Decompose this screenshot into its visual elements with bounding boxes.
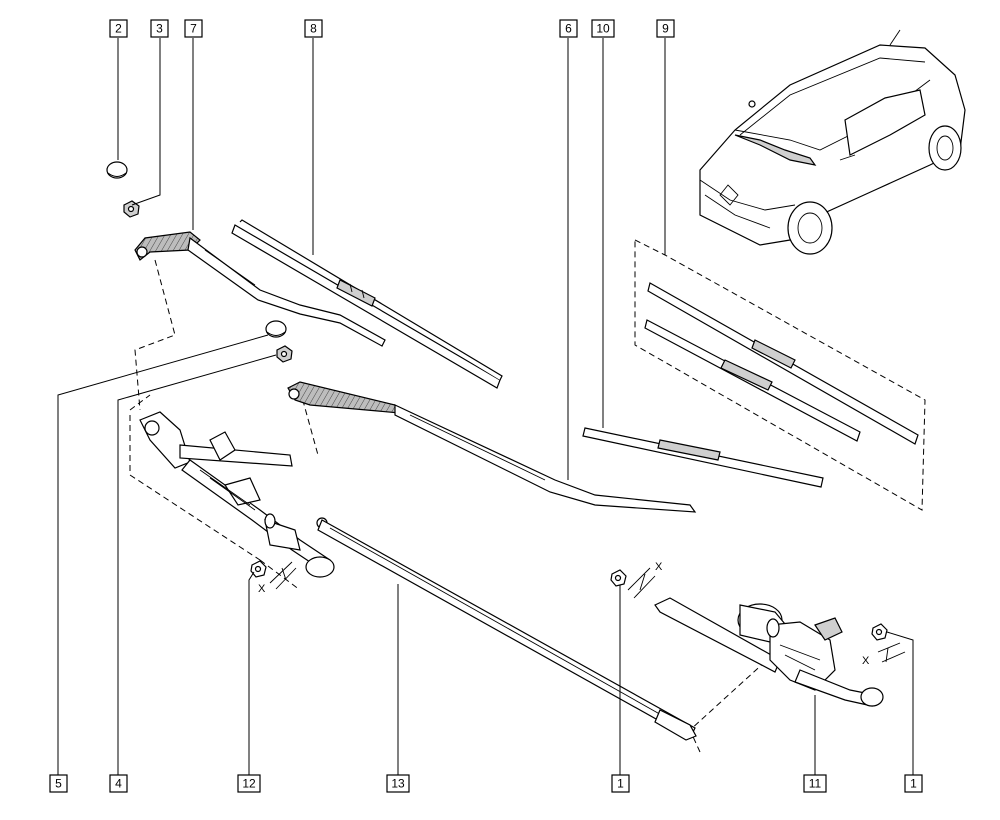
wiper-blade-10 <box>582 427 824 488</box>
connecting-rod-13 <box>317 519 697 741</box>
nut-3 <box>123 200 140 218</box>
callout-12: 12 <box>237 774 261 793</box>
svg-text:11: 11 <box>809 777 822 791</box>
cap-5 <box>265 320 287 338</box>
x-label-center: X <box>655 561 663 573</box>
svg-text:7: 7 <box>190 22 197 36</box>
nut-4 <box>276 345 293 363</box>
callout-6: 6 <box>559 19 578 38</box>
bolt-1a <box>610 569 627 587</box>
svg-text:1: 1 <box>910 777 917 791</box>
svg-text:12: 12 <box>242 777 256 791</box>
callout-3: 3 <box>150 19 169 38</box>
callout-4: 4 <box>109 774 128 793</box>
torque-mark-x1: X <box>258 561 297 595</box>
x-label-left: X <box>258 583 266 595</box>
svg-text:3: 3 <box>156 22 163 36</box>
car-illustration <box>699 29 966 255</box>
callout-11: 11 <box>803 774 827 793</box>
callout-5: 5 <box>49 774 68 793</box>
callout-1-right: 1 <box>904 774 923 793</box>
group-outline-linkage <box>129 394 301 591</box>
wiper-arm-6 <box>287 381 697 513</box>
wiper-arm-7 <box>134 231 386 347</box>
wiper-blade-9 <box>644 282 919 445</box>
callout-13: 13 <box>386 774 410 793</box>
x-label-right: X <box>862 655 870 667</box>
cap-2 <box>106 161 128 179</box>
svg-text:8: 8 <box>310 22 317 36</box>
svg-text:6: 6 <box>565 22 572 36</box>
callout-9: 9 <box>656 19 675 38</box>
bolt-1b <box>871 623 888 641</box>
torque-mark-x3: X <box>862 642 906 667</box>
callout-7: 7 <box>184 19 203 38</box>
callout-8: 8 <box>304 19 323 38</box>
wiper-motor-11 <box>654 597 884 707</box>
svg-text:13: 13 <box>391 777 405 791</box>
svg-text:2: 2 <box>115 22 122 36</box>
wiper-linkage-left <box>139 411 335 578</box>
callout-1-center: 1 <box>611 774 630 793</box>
svg-text:9: 9 <box>662 22 669 36</box>
wiper-blade-8 <box>231 219 503 389</box>
torque-mark-x2: X <box>627 561 663 599</box>
callout-10: 10 <box>591 19 615 38</box>
svg-text:1: 1 <box>617 777 624 791</box>
callout-2: 2 <box>109 19 128 38</box>
svg-text:4: 4 <box>115 777 122 791</box>
svg-text:5: 5 <box>55 777 62 791</box>
leader-lines <box>57 38 914 775</box>
svg-text:10: 10 <box>596 22 610 36</box>
bolt-12 <box>250 560 267 578</box>
